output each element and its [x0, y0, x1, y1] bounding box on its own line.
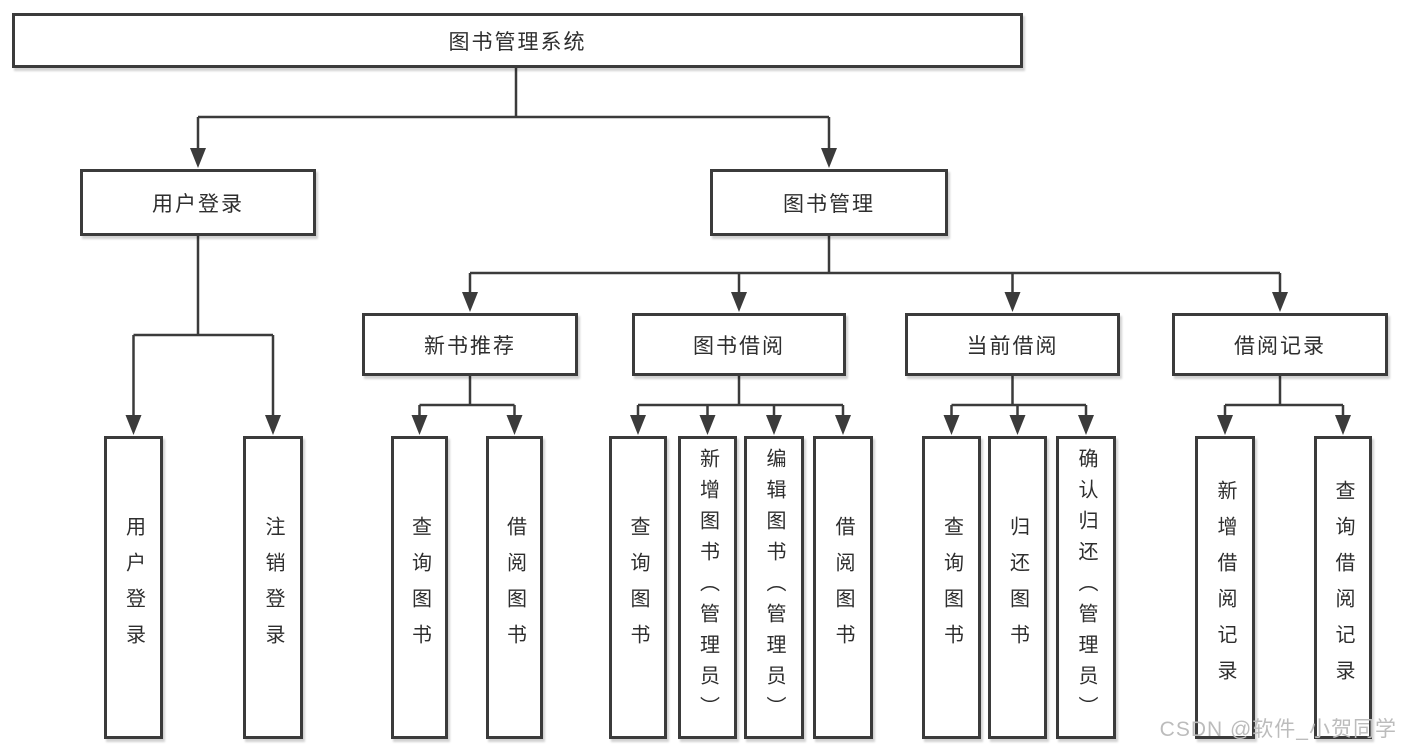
node-query-borrow-record-label: 查询借阅记录: [1332, 479, 1354, 696]
node-query-books-borrow: 查询图书: [609, 436, 667, 739]
node-user-login: 用户登录: [80, 169, 316, 236]
node-root-label: 图书管理系统: [448, 30, 587, 54]
node-root: 图书管理系统: [12, 13, 1023, 68]
node-login-leaf: 用户登录: [104, 436, 163, 739]
node-add-borrow-record: 新增借阅记录: [1195, 436, 1255, 739]
node-borrowing-records-label: 借阅记录: [1234, 334, 1326, 358]
node-edit-book-admin-label: 编辑图书（管理员）: [763, 448, 785, 727]
node-logout-leaf-label: 注销登录: [262, 515, 284, 660]
node-new-book-recommend: 新书推荐: [362, 313, 578, 376]
node-logout-leaf: 注销登录: [243, 436, 303, 739]
node-add-book-admin-label: 新增图书（管理员）: [696, 448, 719, 727]
node-current-borrowing-label: 当前借阅: [966, 334, 1059, 358]
node-book-management-label: 图书管理: [783, 192, 875, 216]
node-book-borrowing-label: 图书借阅: [693, 334, 785, 358]
watermark: CSDN @软件_小贺同学: [1159, 718, 1397, 741]
node-confirm-return-admin: 确认归还（管理员）: [1056, 436, 1116, 739]
node-new-book-recommend-label: 新书推荐: [424, 334, 516, 358]
node-return-books-label: 归还图书: [1006, 515, 1029, 660]
node-add-borrow-record-label: 新增借阅记录: [1214, 479, 1236, 696]
node-borrow-books-borrow: 借阅图书: [813, 436, 873, 739]
node-add-book-admin: 新增图书（管理员）: [678, 436, 737, 739]
node-query-books-current-label: 查询图书: [940, 515, 963, 660]
node-current-borrowing: 当前借阅: [905, 313, 1120, 376]
node-book-management: 图书管理: [710, 169, 948, 236]
node-confirm-return-admin-label: 确认归还（管理员）: [1075, 448, 1097, 727]
node-query-borrow-record: 查询借阅记录: [1314, 436, 1372, 739]
node-query-books-current: 查询图书: [922, 436, 981, 739]
node-login-leaf-label: 用户登录: [122, 515, 145, 660]
node-borrow-books-recommend-label: 借阅图书: [503, 515, 526, 660]
node-borrow-books-recommend: 借阅图书: [486, 436, 543, 739]
node-borrowing-records: 借阅记录: [1172, 313, 1388, 376]
node-query-books-borrow-label: 查询图书: [627, 515, 649, 660]
node-query-books-recommend: 查询图书: [391, 436, 448, 739]
node-query-books-recommend-label: 查询图书: [408, 515, 431, 660]
node-user-login-label: 用户登录: [152, 192, 244, 216]
node-borrow-books-borrow-label: 借阅图书: [832, 515, 854, 660]
node-return-books: 归还图书: [988, 436, 1047, 739]
node-book-borrowing: 图书借阅: [632, 313, 846, 376]
node-edit-book-admin: 编辑图书（管理员）: [744, 436, 804, 739]
